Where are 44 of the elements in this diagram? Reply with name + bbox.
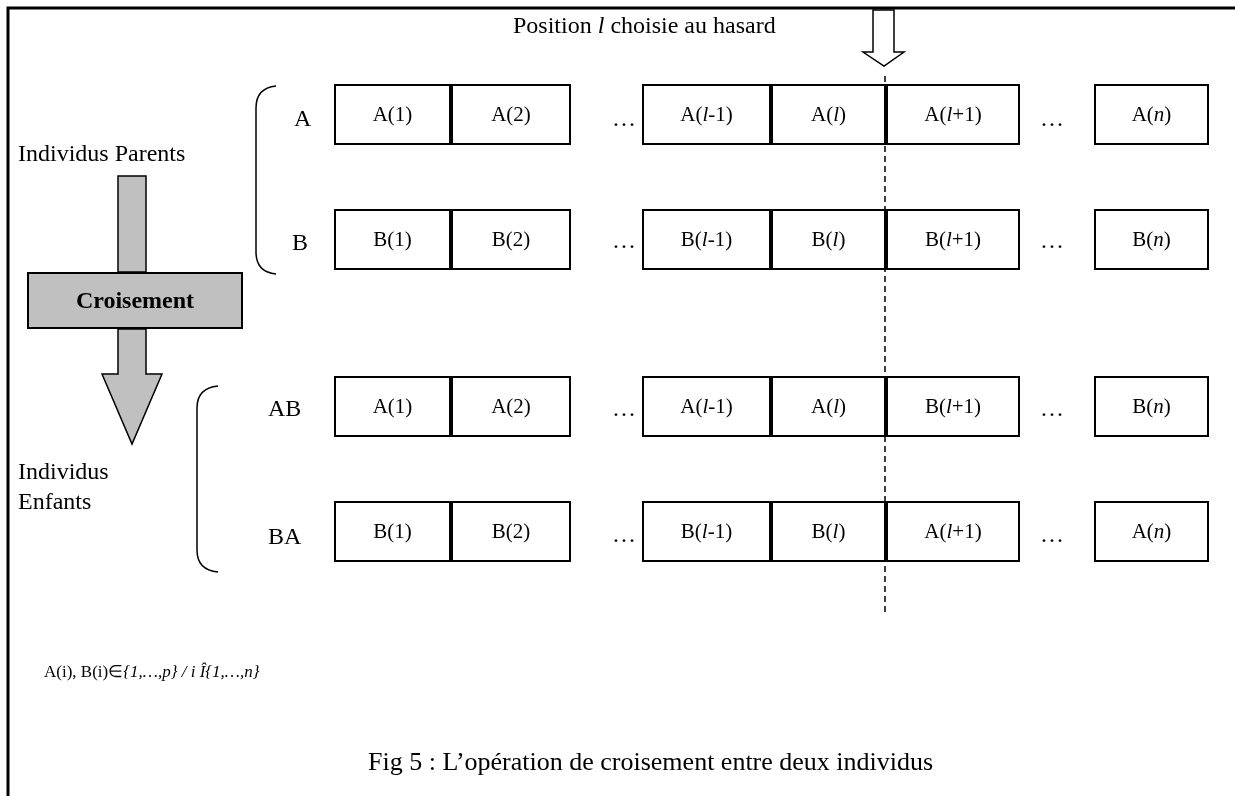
gene-cell: A(l) — [771, 376, 886, 437]
formula: A(i), B(i)∈{1,…,p} / i Î{1,…,n} — [44, 662, 260, 683]
gene-cell: B(l-1) — [642, 209, 771, 270]
row-label: AB — [268, 394, 302, 423]
gene-cell: A(1) — [334, 84, 451, 145]
gene-cell: A(l) — [771, 84, 886, 145]
gene-cell: B(l) — [771, 209, 886, 270]
gene-cell: A(l+1) — [886, 501, 1020, 562]
row-label: A — [294, 104, 312, 133]
gene-cell: A(1) — [334, 376, 451, 437]
gene-cell: B(1) — [334, 501, 451, 562]
ellipsis: … — [1040, 104, 1064, 133]
label: Position l choisie au hasard — [513, 11, 776, 40]
gene-cell: B(1) — [334, 209, 451, 270]
ellipsis: … — [612, 520, 636, 549]
gene-cell: A(l-1) — [642, 84, 771, 145]
gene-cell: B(2) — [451, 209, 571, 270]
gene-cell: B(2) — [451, 501, 571, 562]
row-label: BA — [268, 522, 302, 551]
row-label: B — [292, 228, 308, 257]
gene-cell: A(2) — [451, 376, 571, 437]
gene-cell: A(l+1) — [886, 84, 1020, 145]
ellipsis: … — [1040, 520, 1064, 549]
gene-cell: B(l+1) — [886, 209, 1020, 270]
ellipsis: … — [612, 394, 636, 423]
node-label: Individus Enfants — [18, 456, 148, 520]
ellipsis: … — [612, 104, 636, 133]
gene-cell: B(l-1) — [642, 501, 771, 562]
gene-cell: B(n) — [1094, 209, 1209, 270]
ellipsis: … — [612, 226, 636, 255]
gene-cell: B(n) — [1094, 376, 1209, 437]
gene-cell: A(l-1) — [642, 376, 771, 437]
block-arrow — [100, 328, 164, 446]
gene-cell: B(l) — [771, 501, 886, 562]
figure-caption: Fig 5 : L’opération de croisement entre deux individus — [368, 746, 934, 778]
gene-cell: A(2) — [451, 84, 571, 145]
gene-cell: A(n) — [1094, 501, 1209, 562]
gene-cell: B(l+1) — [886, 376, 1020, 437]
arrow-shaft — [117, 175, 147, 273]
node-label: Individus Parents — [18, 138, 250, 174]
ellipsis: … — [1040, 394, 1064, 423]
ellipsis: … — [1040, 226, 1064, 255]
gene-cell: A(n) — [1094, 84, 1209, 145]
process-box: Croisement — [27, 272, 243, 329]
